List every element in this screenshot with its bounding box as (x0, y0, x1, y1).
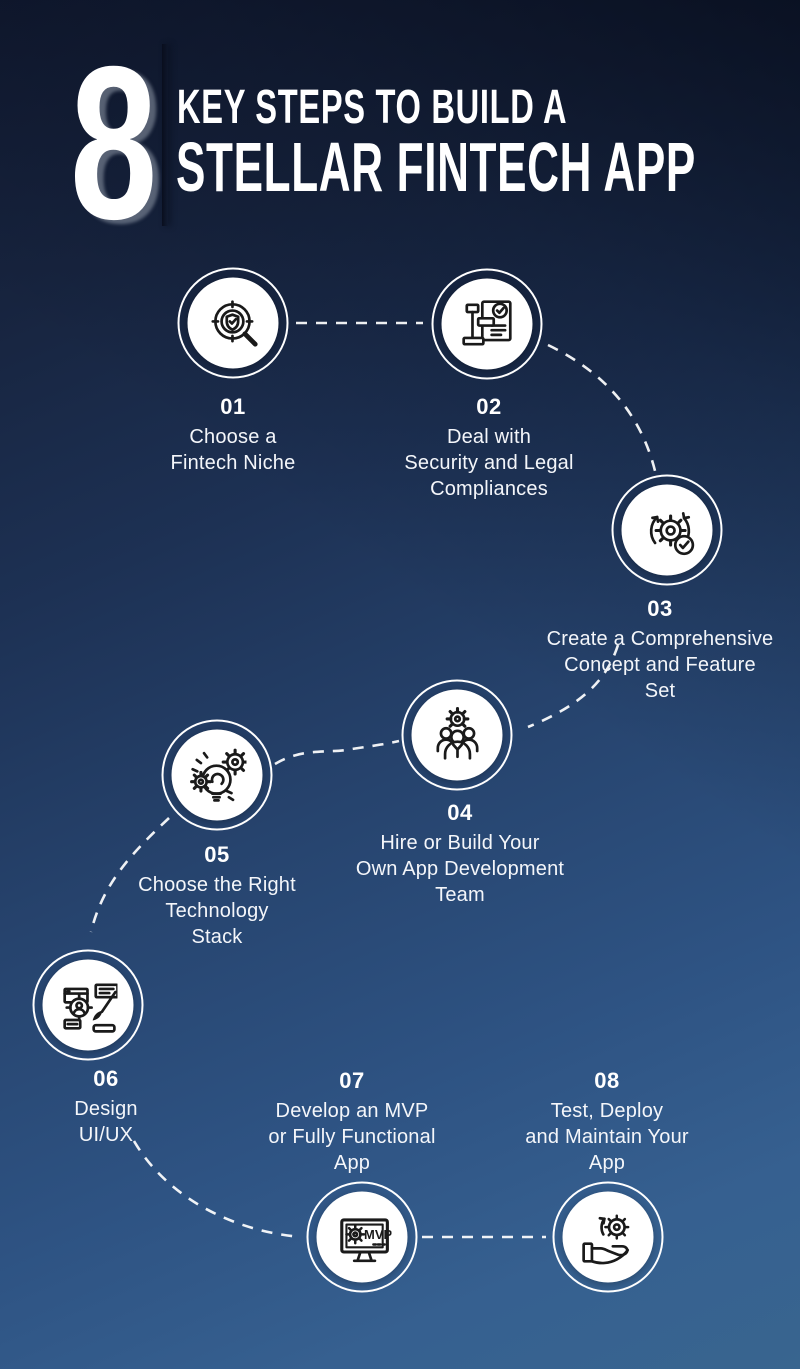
mvp-label: MVP (364, 1227, 391, 1242)
header-divider (162, 44, 168, 226)
step-03-label: Create a Comprehensive Concept and Featu… (546, 628, 774, 702)
step-02-circle (431, 268, 543, 380)
step-03-circle (611, 474, 723, 586)
step-08-label: Test, Deploy and Maintain Your App (525, 1100, 689, 1174)
connector-06-07 (132, 1140, 302, 1239)
magnifier-target-shield-icon (210, 299, 258, 347)
step-07-label: Develop an MVP or Fully Functional App (268, 1100, 436, 1174)
connector-02-03 (547, 343, 658, 476)
step-06-label: Design UI/UX (74, 1098, 138, 1146)
step-06-number: 06 (93, 1066, 119, 1091)
step-01-label: Choose a Fintech Niche (170, 426, 296, 474)
step-04-number: 04 (447, 800, 473, 825)
step-05-label: Choose the Right Technology Stack (138, 874, 296, 948)
team-gear-icon (435, 706, 479, 760)
step-03-number: 03 (647, 596, 673, 621)
step-06-circle (32, 949, 144, 1061)
step-01-circle (177, 267, 289, 379)
step-07-number: 07 (339, 1068, 365, 1093)
step-04-label: Hire or Build Your Own App Development T… (355, 832, 565, 906)
bulb-gears-icon (189, 748, 246, 802)
step-08-circle (552, 1181, 664, 1293)
title-line-2: STELLAR FINTECH APP (176, 128, 696, 206)
title-line-1: KEY STEPS TO BUILD A (177, 81, 568, 134)
connector-04-05 (274, 739, 400, 766)
wireframe-brush-icon (62, 982, 117, 1033)
step-02-label: Deal with Security and Legal Compliances (404, 426, 574, 500)
step-05-number: 05 (204, 842, 230, 867)
connector-03-04 (527, 644, 620, 729)
step-08-number: 08 (594, 1068, 620, 1093)
hand-gear-icon (581, 1214, 629, 1264)
step-05-circle (161, 719, 273, 831)
gavel-document-icon (461, 299, 512, 346)
step-07-circle: MVP (306, 1181, 418, 1293)
big-number-8: 8 (70, 22, 158, 265)
mvp-monitor-icon: MVP (339, 1217, 391, 1262)
gear-cycle-check-icon (649, 511, 694, 555)
connector-05-06 (89, 817, 170, 933)
step-01-number: 01 (220, 394, 246, 419)
step-02-number: 02 (476, 394, 502, 419)
step-04-circle (401, 679, 513, 791)
